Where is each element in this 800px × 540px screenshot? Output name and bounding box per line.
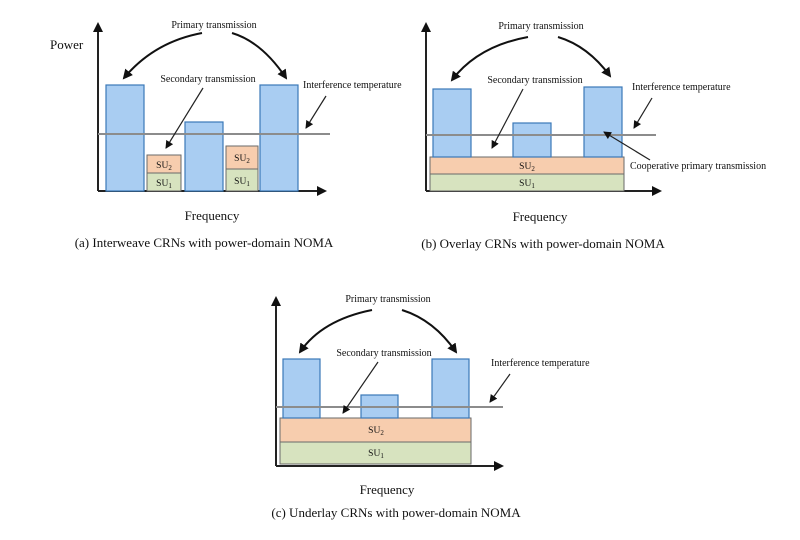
- primary-arc-right: [401, 309, 458, 354]
- caption-b: (b) Overlay CRNs with power-domain NOMA: [421, 236, 665, 251]
- su1-label-1: SU1: [156, 179, 172, 190]
- caption-c: (c) Underlay CRNs with power-domain NOMA: [271, 505, 521, 520]
- interference-pointer: [489, 373, 511, 403]
- x-axis-label: Frequency: [513, 209, 568, 224]
- panel-b: SU2 SU1 Primary transmission Secondary t…: [421, 21, 766, 251]
- su1-label: SU1: [519, 179, 535, 190]
- interference-temperature-label: Interference temperature: [303, 80, 402, 91]
- y-axis-label: Power: [50, 37, 84, 52]
- su2-label-1: SU2: [156, 161, 172, 172]
- x-axis-label: Frequency: [185, 208, 240, 223]
- interference-pointer: [633, 97, 653, 129]
- secondary-pointer: [165, 87, 204, 149]
- primary-transmission-label: Primary transmission: [345, 294, 430, 305]
- primary-band-middle: [184, 121, 224, 192]
- su2-label: SU2: [368, 426, 384, 437]
- caption-a: (a) Interweave CRNs with power-domain NO…: [75, 235, 334, 250]
- secondary-transmission-label: Secondary transmission: [160, 74, 255, 85]
- su2-layer: [279, 417, 472, 443]
- x-axis-label: Frequency: [360, 482, 415, 497]
- primary-arc-right: [231, 32, 288, 80]
- primary-transmission-label: Primary transmission: [171, 20, 256, 31]
- su1-block-2: [225, 168, 259, 192]
- primary-band-right: [259, 84, 299, 192]
- cooperative-pointer: [603, 131, 651, 161]
- panel-c: SU2 SU1 Primary transmission Secondary t…: [271, 294, 590, 520]
- primary-transmission-label: Primary transmission: [498, 21, 583, 32]
- secondary-pointer: [491, 88, 524, 149]
- primary-band-left: [432, 88, 472, 158]
- primary-arc-left: [450, 36, 529, 82]
- secondary-transmission-label: Secondary transmission: [336, 348, 431, 359]
- su2-label-2: SU2: [234, 154, 250, 165]
- interference-temperature-label: Interference temperature: [491, 358, 590, 369]
- primary-band-right: [431, 358, 470, 419]
- primary-arc-left: [122, 32, 203, 80]
- panel-a: Power SU2 SU1 SU2 SU1 Primary transmissi…: [50, 20, 402, 250]
- primary-band-middle: [512, 122, 552, 158]
- interference-pointer: [305, 95, 327, 129]
- su1-block-1: [146, 172, 182, 192]
- primary-arc-left: [298, 309, 373, 354]
- su1-label-2: SU1: [234, 177, 250, 188]
- secondary-pointer: [342, 361, 379, 414]
- secondary-transmission-label: Secondary transmission: [487, 75, 582, 86]
- primary-band-right: [583, 86, 623, 158]
- primary-band-left: [105, 84, 145, 192]
- su1-label: SU1: [368, 449, 384, 460]
- interference-temperature-label: Interference temperature: [632, 82, 731, 93]
- primary-band-left: [282, 358, 321, 419]
- cooperative-transmission-label: Cooperative primary transmission: [630, 161, 766, 172]
- primary-arc-right: [557, 36, 612, 78]
- su2-label: SU2: [519, 162, 535, 173]
